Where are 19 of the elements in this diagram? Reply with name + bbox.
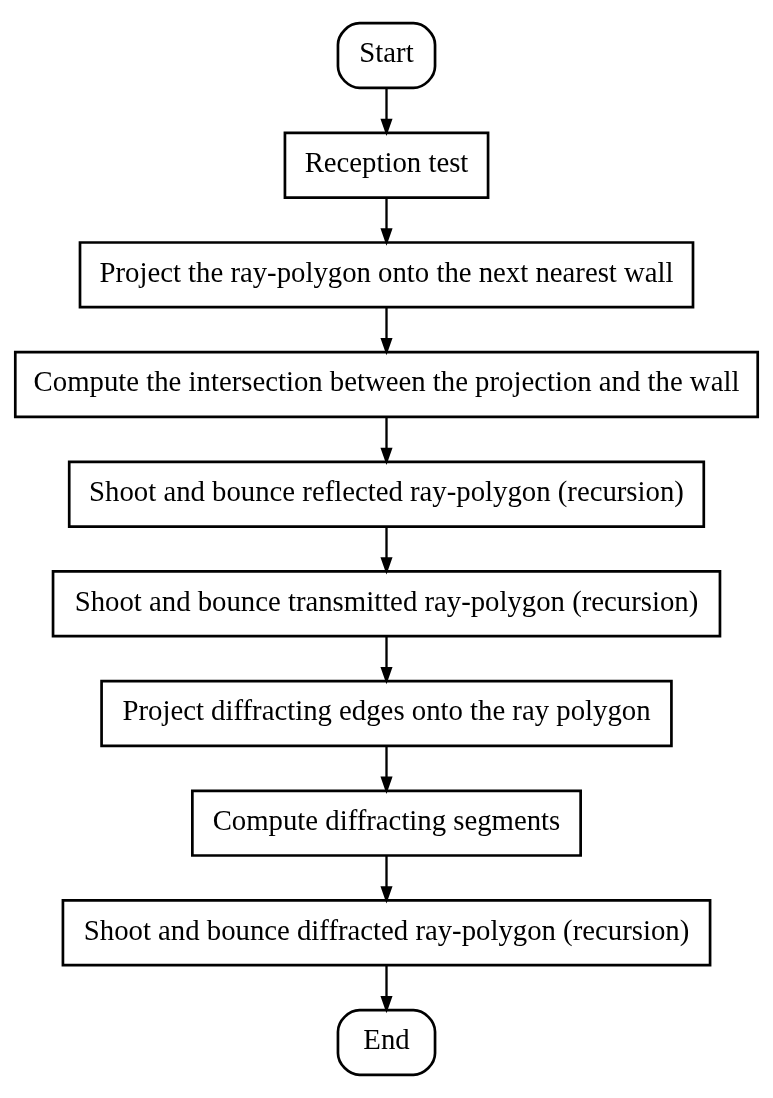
node-box: Shoot and bounce transmitted ray-polygon (recursion) [51, 570, 722, 638]
node-box: Start [336, 21, 437, 90]
node-box: Reception test [283, 131, 490, 199]
node-box: End [336, 1008, 437, 1077]
arrow [380, 636, 393, 685]
arrow [380, 526, 393, 575]
arrow [380, 417, 393, 465]
arrow [380, 88, 393, 136]
node-box: Project the ray-polygon onto the next nearest wall [78, 241, 695, 309]
node-box: Shoot and bounce diffracted ray-polygon (recursion) [61, 899, 712, 967]
node-box: Compute the intersection between the projection and the wall [13, 350, 760, 419]
node-box: Compute diffracting segments [191, 789, 582, 857]
arrow [380, 965, 393, 1014]
arrow [380, 307, 393, 356]
node-box: Shoot and bounce reflected ray-polygon (recursion) [67, 460, 706, 528]
node-box: Project diffracting edges onto the ray polygon [100, 679, 673, 748]
arrow [380, 855, 393, 904]
arrow [380, 745, 393, 794]
arrow [380, 197, 393, 246]
